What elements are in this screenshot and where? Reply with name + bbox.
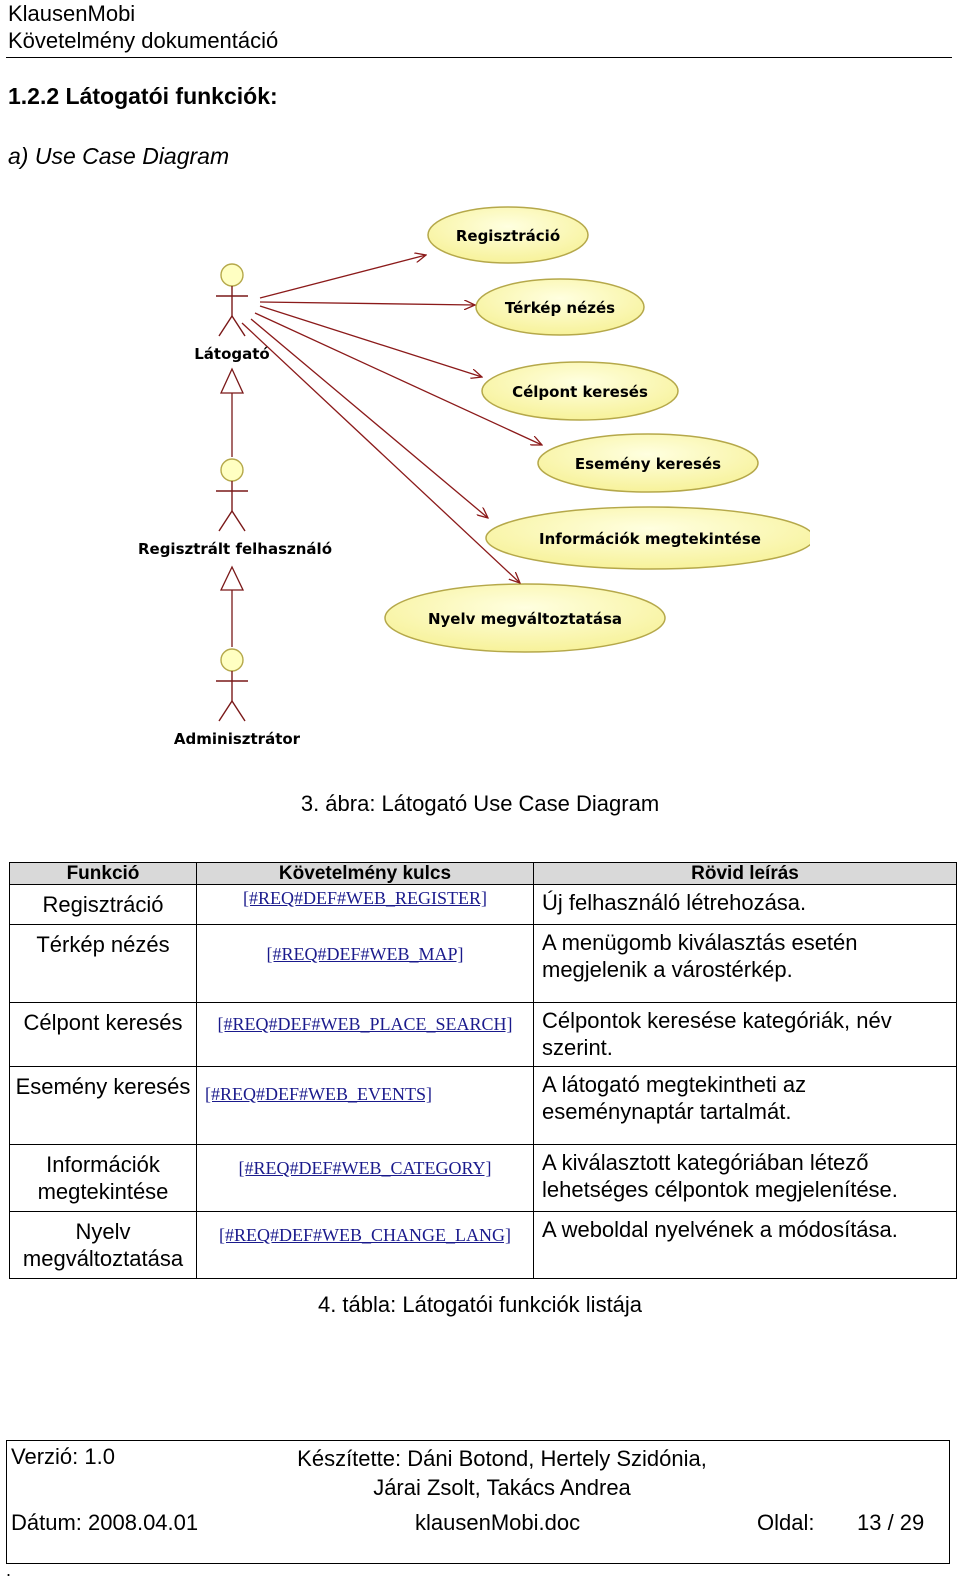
requirement-key-link[interactable]: [#REQ#DEF#WEB_EVENTS]: [205, 1084, 432, 1104]
footer-date: Dátum: 2008.04.01: [11, 1510, 199, 1535]
cell-key: [#REQ#DEF#WEB_EVENTS]: [196, 1066, 534, 1145]
table-row: Nyelv megváltoztatása [#REQ#DEF#WEB_CHAN…: [9, 1211, 957, 1279]
col-header-key: Követelmény kulcs: [196, 862, 534, 885]
footer-authors-line1: Készítette: Dáni Botond, Hertely Szidóni…: [297, 1446, 707, 1471]
requirement-key-link[interactable]: [#REQ#DEF#WEB_PLACE_SEARCH]: [217, 1014, 513, 1034]
cell-description: A menügomb kiválasztás esetén megjelenik…: [533, 924, 957, 1003]
use-case-label: Térkép nézés: [505, 299, 615, 317]
table-header-row: Funkció Követelmény kulcs Rövid leírás: [9, 862, 957, 885]
subsection-title: a) Use Case Diagram: [8, 143, 230, 169]
footer-filename: klausenMobi.doc: [415, 1510, 581, 1535]
cell-function: Esemény keresés: [9, 1066, 197, 1145]
use-case-regisztracio: Regisztráció: [427, 206, 589, 264]
header-company: KlausenMobi: [8, 1, 136, 26]
cell-description: A weboldal nyelvének a módosítása.: [533, 1211, 957, 1279]
use-case-label: Célpont keresés: [512, 383, 648, 401]
use-case-esemeny-kereses: Esemény keresés: [537, 433, 759, 493]
use-case-celpont-kereses: Célpont keresés: [481, 361, 679, 421]
footer-version: Verzió: 1.0: [11, 1444, 115, 1469]
use-case-informaciok: Információk megtekintése: [485, 506, 810, 570]
header-divider: [6, 57, 952, 58]
use-case-label: Esemény keresés: [575, 455, 721, 473]
cell-key: [#REQ#DEF#WEB_CHANGE_LANG]: [196, 1211, 534, 1279]
cell-function: Információk megtekintése: [9, 1144, 197, 1212]
actor-adminisztrator: [216, 648, 248, 722]
table-caption: 4. tábla: Látogatói funkciók listája: [317, 1292, 643, 1317]
figure-caption: 3. ábra: Látogató Use Case Diagram: [300, 791, 660, 816]
trailing-mark: .: [6, 1560, 12, 1580]
table-row: Esemény keresés [#REQ#DEF#WEB_EVENTS] A …: [9, 1066, 957, 1145]
table-row: Regisztráció [#REQ#DEF#WEB_REGISTER] Új …: [9, 884, 957, 925]
actor-label: Regisztrált felhasználó: [138, 540, 332, 558]
footer-page-label: Oldal:: [757, 1510, 815, 1535]
generalization-arrow-1: [219, 367, 245, 457]
use-case-diagram: Regisztráció Térkép nézés Célpont keresé…: [138, 206, 810, 748]
cell-description: Új felhasználó létrehozása.: [533, 884, 957, 925]
cell-key: [#REQ#DEF#WEB_CATEGORY]: [196, 1144, 534, 1212]
table-row: Információk megtekintése [#REQ#DEF#WEB_C…: [9, 1144, 957, 1212]
table-row: Térkép nézés [#REQ#DEF#WEB_MAP] A menügo…: [9, 924, 957, 1003]
cell-description: A kiválasztott kategóriában létező lehet…: [533, 1144, 957, 1212]
actor-label: Látogató: [194, 345, 270, 363]
use-case-terkep-nezes: Térkép nézés: [475, 278, 645, 336]
use-case-label: Információk megtekintése: [539, 530, 761, 548]
use-case-nyelv: Nyelv megváltoztatása: [384, 583, 666, 653]
association-arrows: [241, 255, 542, 583]
cell-key: [#REQ#DEF#WEB_PLACE_SEARCH]: [196, 1002, 534, 1067]
use-case-label: Nyelv megváltoztatása: [428, 610, 622, 628]
document-header: KlausenMobi Követelmény dokumentáció: [8, 0, 278, 54]
generalization-arrow-2: [219, 565, 245, 647]
actor-regisztralt: [216, 458, 248, 532]
cell-key: [#REQ#DEF#WEB_REGISTER]: [196, 884, 534, 925]
use-case-label: Regisztráció: [456, 227, 560, 245]
footer-page-number: 13 / 29: [857, 1510, 925, 1535]
requirements-table: Funkció Követelmény kulcs Rövid leírás R…: [9, 862, 957, 1279]
requirement-key-link[interactable]: [#REQ#DEF#WEB_CATEGORY]: [238, 1158, 492, 1178]
cell-function: Regisztráció: [9, 884, 197, 925]
header-doc-title: Követelmény dokumentáció: [8, 28, 279, 53]
table-row: Célpont keresés [#REQ#DEF#WEB_PLACE_SEAR…: [9, 1002, 957, 1067]
cell-function: Térkép nézés: [9, 924, 197, 1003]
col-header-description: Rövid leírás: [533, 862, 957, 885]
page-footer: Verzió: 1.0 Készítette: Dáni Botond, Her…: [6, 1440, 950, 1564]
requirement-key-link[interactable]: [#REQ#DEF#WEB_REGISTER]: [243, 888, 487, 908]
col-header-function: Funkció: [9, 862, 197, 885]
section-title: 1.2.2 Látogatói funkciók:: [8, 83, 278, 109]
requirement-key-link[interactable]: [#REQ#DEF#WEB_MAP]: [266, 944, 464, 964]
cell-description: Célpontok keresése kategóriák, név szeri…: [533, 1002, 957, 1067]
footer-authors: Készítette: Dáni Botond, Hertely Szidóni…: [247, 1444, 757, 1502]
actor-label: Adminisztrátor: [174, 730, 301, 748]
cell-key: [#REQ#DEF#WEB_MAP]: [196, 924, 534, 1003]
requirement-key-link[interactable]: [#REQ#DEF#WEB_CHANGE_LANG]: [219, 1225, 511, 1245]
cell-function: Célpont keresés: [9, 1002, 197, 1067]
cell-function: Nyelv megváltoztatása: [9, 1211, 197, 1279]
cell-description: A látogató megtekintheti az eseménynaptá…: [533, 1066, 957, 1145]
actor-latogato: [216, 263, 248, 337]
footer-authors-line2: Járai Zsolt, Takács Andrea: [373, 1475, 631, 1500]
